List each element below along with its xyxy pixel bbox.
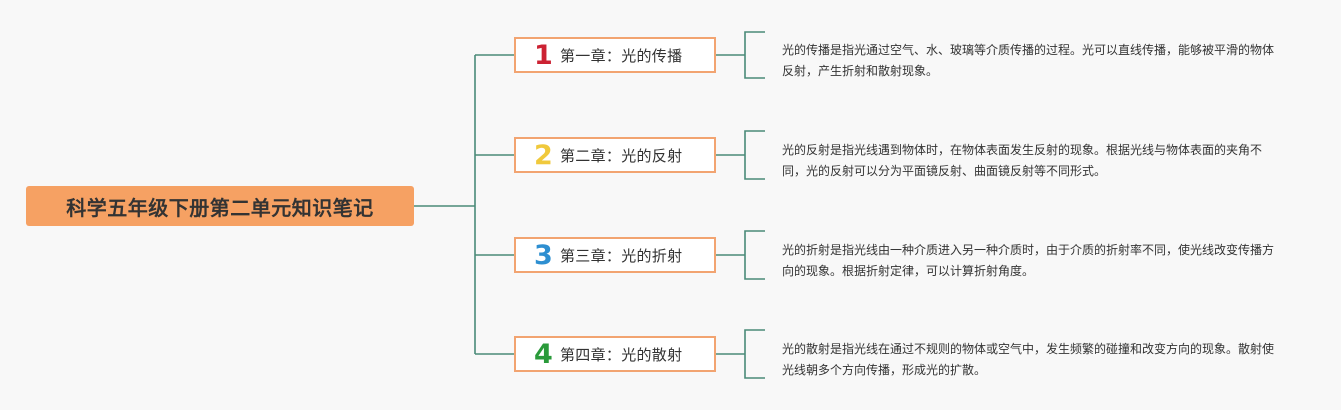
chapter-title-1: 第一章：光的传播 — [560, 46, 683, 65]
chapter-number-2: 2 — [534, 139, 553, 171]
chapter-title-4: 第四章：光的散射 — [560, 345, 683, 364]
chapter-4-description[interactable]: 光的散射是指光线在通过不规则的物体或空气中，发生频繁的碰撞和改变方向的现象。散射… — [782, 342, 1275, 377]
root-topic[interactable]: 科学五年级下册第二单元知识笔记 — [26, 186, 414, 226]
chapter-title-2: 第二章：光的反射 — [560, 146, 683, 165]
chapter-3-node[interactable]: 3 第三章：光的折射 — [514, 237, 716, 273]
bracket-3 — [716, 230, 765, 280]
bracket-2 — [716, 130, 765, 180]
chapter-1-description[interactable]: 光的传播是指光通过空气、水、玻璃等介质传播的过程。光可以直线传播，能够被平滑的物… — [782, 43, 1275, 78]
chapter-number-1: 1 — [534, 39, 553, 71]
bracket-4 — [716, 329, 765, 379]
chapter-3-description[interactable]: 光的折射是指光线由一种介质进入另一种介质时，由于介质的折射率不同，使光线改变传播… — [782, 243, 1275, 278]
bracket-1 — [716, 31, 765, 79]
chapter-title-3: 第三章：光的折射 — [560, 246, 683, 265]
chapter-2-description[interactable]: 光的反射是指光线遇到物体时，在物体表面发生反射的现象。根据光线与物体表面的夹角不… — [782, 143, 1263, 178]
chapter-number-3: 3 — [534, 239, 553, 271]
chapter-4-node[interactable]: 4 第四章：光的散射 — [514, 336, 716, 372]
chapter-number-4: 4 — [534, 338, 553, 370]
chapter-2-node[interactable]: 2 第二章：光的反射 — [514, 137, 716, 173]
chapter-1-node[interactable]: 1 第一章：光的传播 — [514, 37, 716, 73]
root-title: 科学五年级下册第二单元知识笔记 — [66, 195, 374, 220]
